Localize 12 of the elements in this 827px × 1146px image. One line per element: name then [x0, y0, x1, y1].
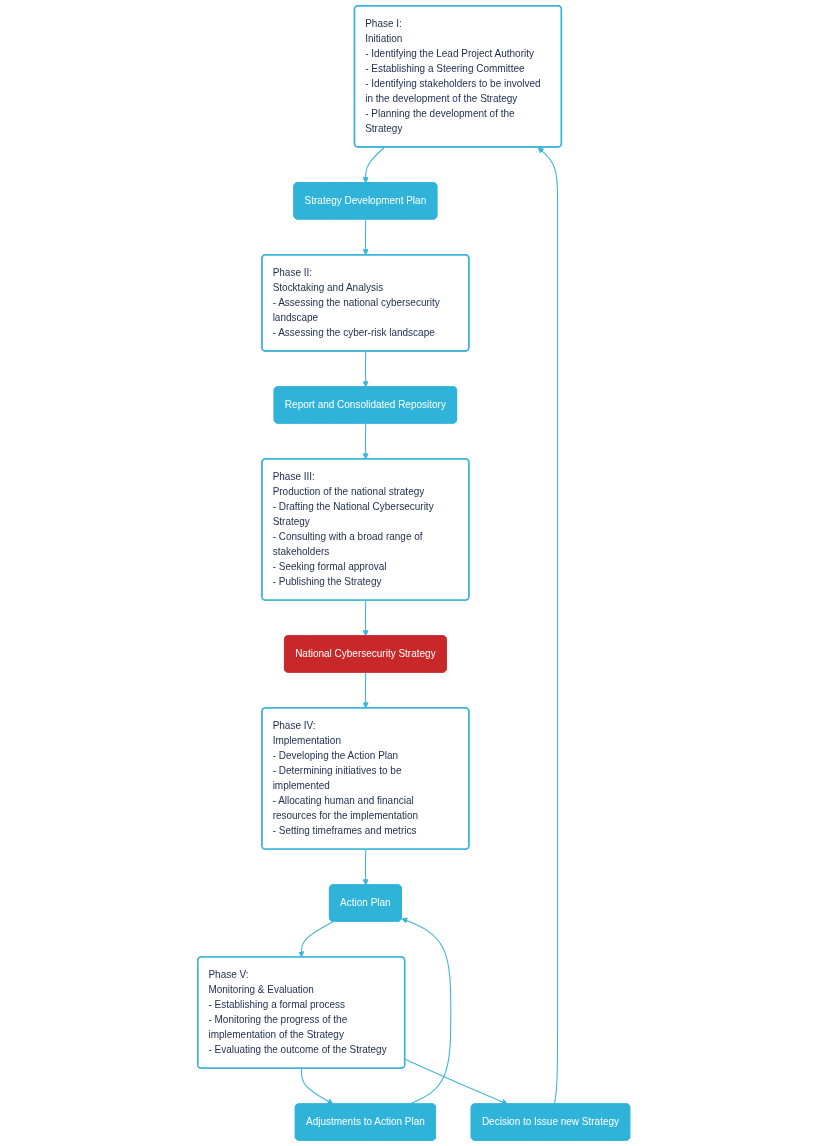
arrow	[362, 422, 369, 460]
arrow	[362, 848, 369, 886]
arrow	[362, 599, 369, 637]
arrow	[362, 350, 369, 388]
arrow	[362, 672, 369, 709]
arrow	[362, 146, 385, 184]
arrow	[362, 218, 369, 256]
arrow	[298, 921, 334, 958]
arrow	[537, 147, 558, 1105]
arrow	[401, 917, 452, 1105]
arrow	[300, 1068, 334, 1105]
arrow	[404, 1058, 508, 1105]
